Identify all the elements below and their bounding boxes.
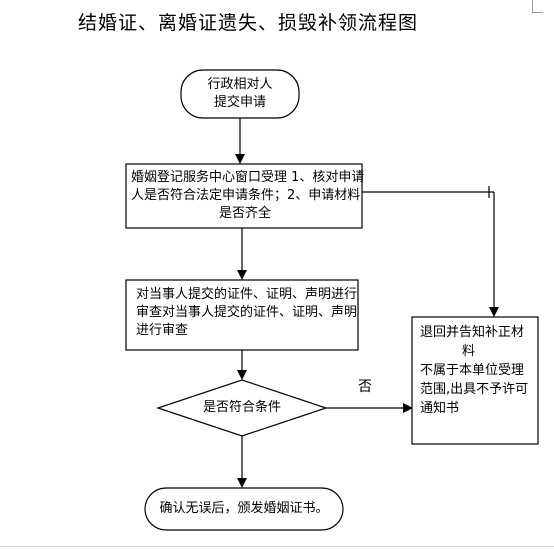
reject-text: 退回并告知补正材 料 不属于本单位受理 范围,出具不予许可 通知书	[420, 323, 536, 418]
review-line2: 审查对当事人提交的证件、证明、声明	[136, 305, 358, 320]
review-line3: 进行审查	[136, 323, 189, 338]
review-line1: 对当事人提交的证件、证明、声明进行	[136, 287, 358, 302]
bottom-divider	[0, 546, 554, 547]
page-title: 结婚证、离婚证遗失、损毁补领流程图	[78, 12, 419, 34]
corner-mark	[532, 0, 543, 13]
start-text: 行政相对人 提交申请	[181, 76, 299, 112]
issue-node	[144, 487, 344, 531]
start-line2: 提交申请	[213, 95, 266, 110]
reject-line3: 不属于本单位受理	[420, 363, 525, 378]
accept-text: 婚姻登记服务中心窗口受理 1、核对申请 人是否符合法定申请条件；2、申请材料 是…	[131, 169, 365, 223]
review-text: 对当事人提交的证件、证明、声明进行 审查对当事人提交的证件、证明、声明 进行审查	[136, 286, 358, 340]
start-line1: 行政相对人	[207, 77, 273, 92]
reject-line5: 通知书	[420, 401, 460, 416]
accept-node	[125, 163, 363, 229]
accept-line1: 婚姻登记服务中心窗口受理 1、核对申请	[131, 170, 365, 185]
accept-line3: 是否齐全	[218, 206, 271, 221]
reject-line4: 范围,出具不予许可	[420, 382, 529, 397]
decision-text: 是否符合条件	[202, 400, 281, 415]
reject-node	[411, 316, 539, 445]
edge-label-no: 否	[358, 379, 372, 395]
reject-line2: 料	[462, 344, 476, 359]
accept-line2: 人是否符合法定申请条件；2、申请材料	[131, 188, 361, 203]
issue-text: 确认无误后，颁发婚姻证书。	[159, 501, 329, 516]
review-node	[125, 279, 359, 351]
reject-line1: 退回并告知补正材	[420, 325, 525, 340]
